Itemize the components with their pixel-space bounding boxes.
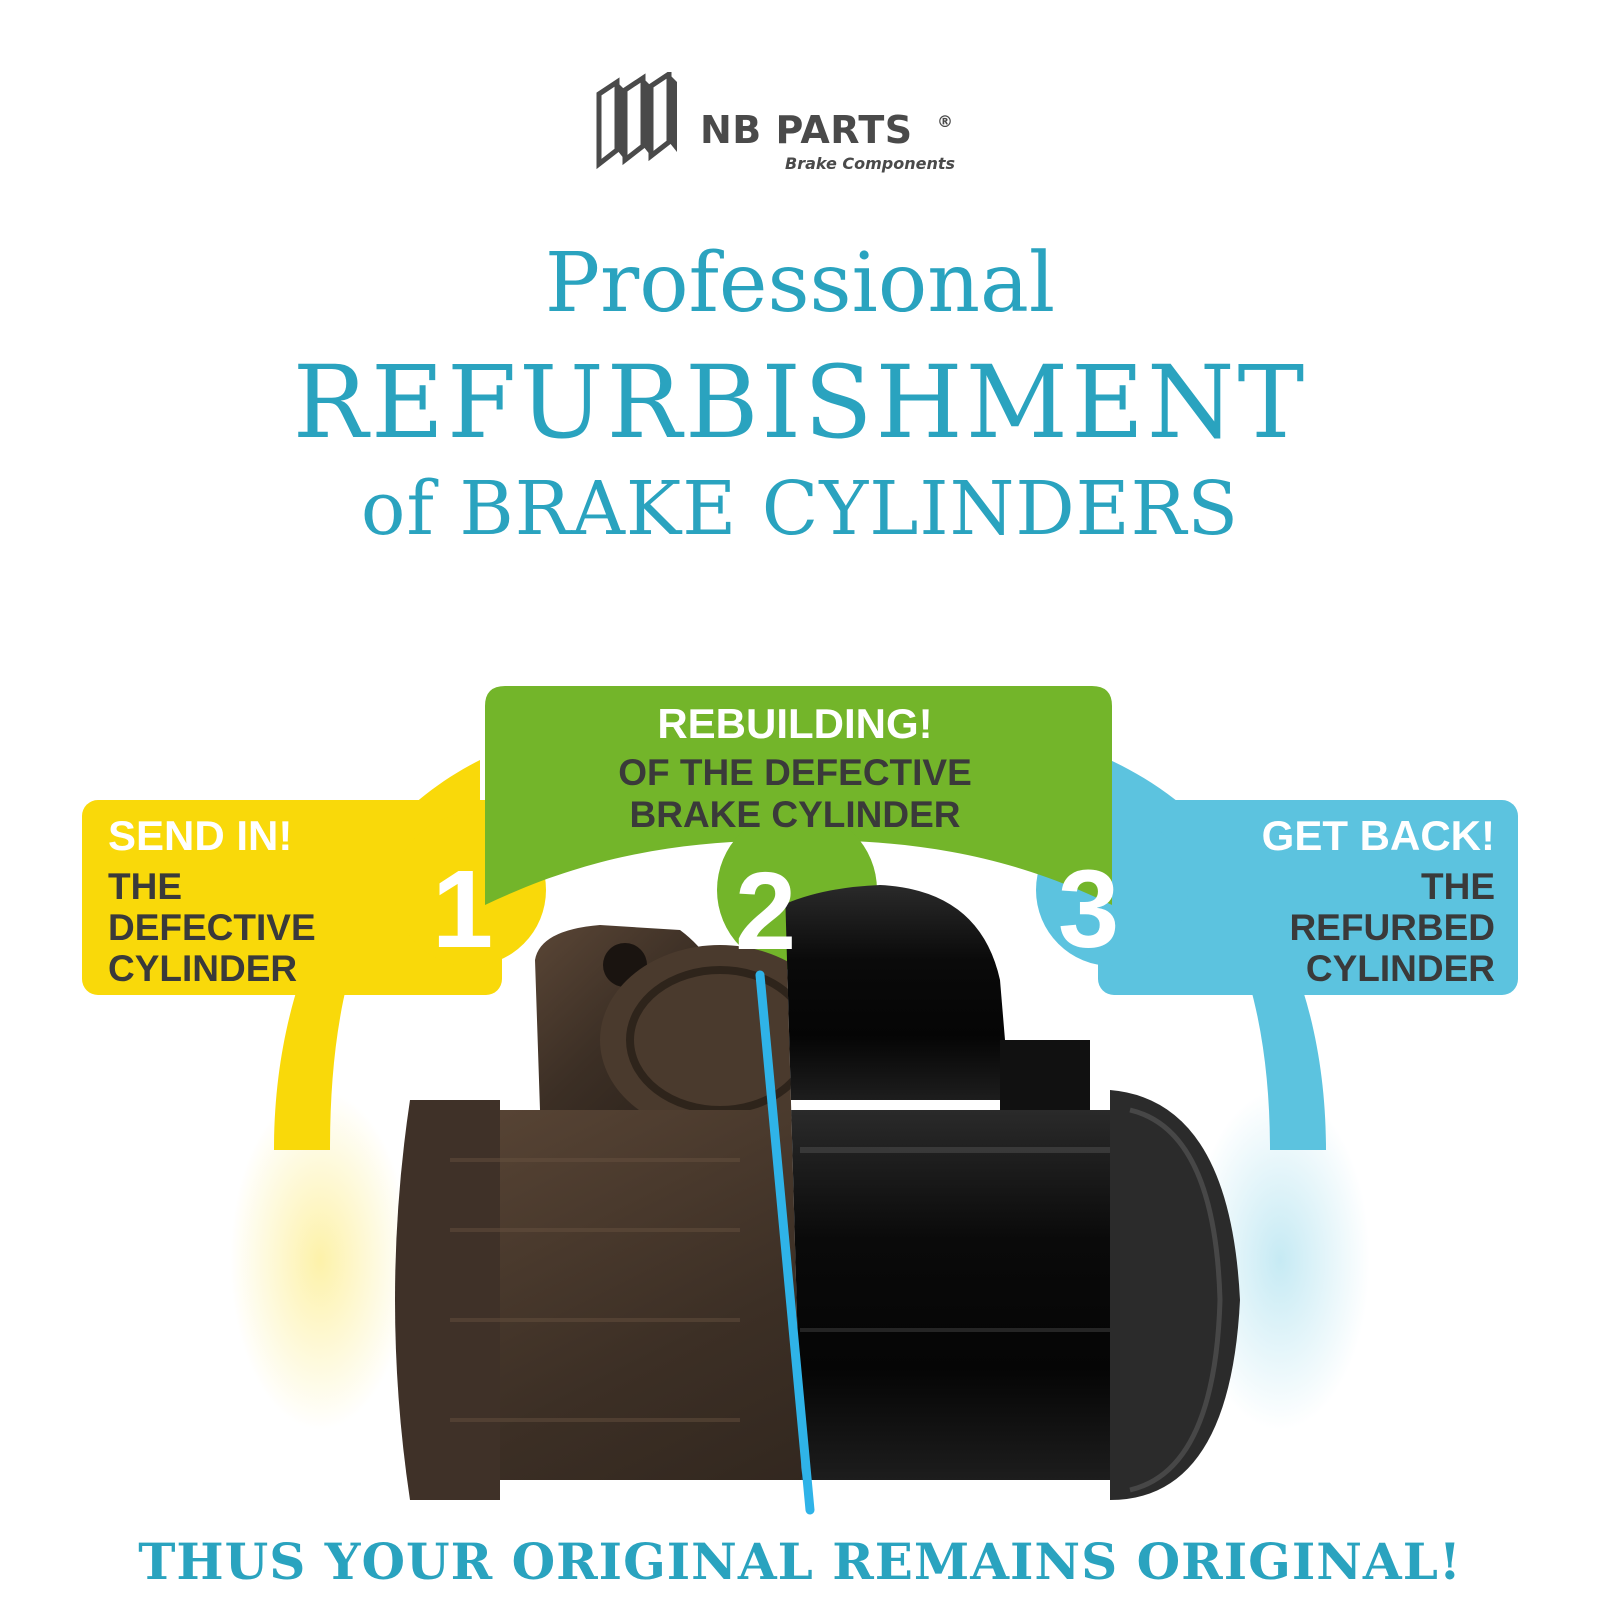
step-3-panel xyxy=(1098,800,1518,995)
step-3-title: GET BACK! xyxy=(1261,812,1495,859)
nb-parts-logo-icon xyxy=(596,72,677,170)
logo-registered-mark: ® xyxy=(937,112,953,131)
logo-tagline: Brake Components xyxy=(785,154,956,173)
footer-slogan: THUS YOUR ORIGINAL REMAINS ORIGINAL! xyxy=(138,1532,1462,1591)
defective-cylinder-half xyxy=(395,925,805,1500)
step-3-line-3: CYLINDER xyxy=(1305,948,1495,989)
step-2-line-1: OF THE DEFECTIVE xyxy=(618,752,972,793)
step-3-arc xyxy=(1110,760,1326,1150)
step-1-line-3: CYLINDER xyxy=(108,948,298,989)
before-after-divider xyxy=(755,970,815,1515)
step-2-number: 2 xyxy=(735,850,797,973)
step-3-number: 3 xyxy=(1058,848,1120,971)
step-2-title: REBUILDING! xyxy=(657,700,933,747)
step-2-panel xyxy=(485,686,1112,905)
step-1-description: THE DEFECTIVE CYLINDER xyxy=(108,866,316,989)
yellow-glow xyxy=(230,1090,410,1430)
step-3-description: THE REFURBED CYLINDER xyxy=(1070,866,1495,989)
headline-line-1: Professional xyxy=(544,236,1056,331)
step-1-line-1: THE xyxy=(108,866,182,907)
step-2-description: OF THE DEFECTIVE BRAKE CYLINDER xyxy=(480,752,1110,836)
brand-logo: NB PARTS ® Brake Components xyxy=(595,72,1015,182)
step-3-line-2: REFURBED xyxy=(1289,907,1495,948)
headline-line-3: of BRAKE CYLINDERS xyxy=(360,466,1240,552)
step-2-line-2: BRAKE CYLINDER xyxy=(629,794,961,835)
step-1-title: SEND IN! xyxy=(108,812,293,859)
logo-brand-name: NB PARTS xyxy=(700,108,913,152)
step-1-arc xyxy=(274,760,480,1150)
headline-line-2: REFURBISHMENT xyxy=(292,344,1308,461)
step-1-panel xyxy=(82,800,502,995)
step-3-line-1: THE xyxy=(1421,866,1495,907)
step-1-number: 1 xyxy=(432,848,494,971)
step-1-line-2: DEFECTIVE xyxy=(108,907,316,948)
